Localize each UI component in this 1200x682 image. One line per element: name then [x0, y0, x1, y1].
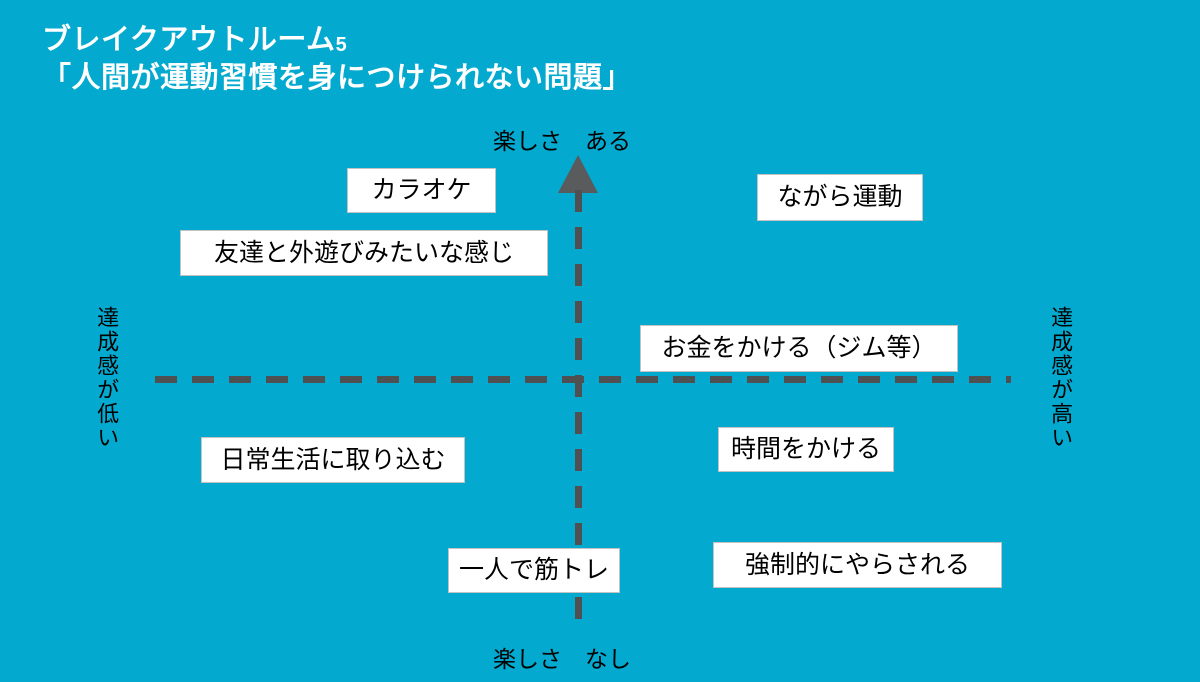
idea-box-time[interactable]: 時間をかける: [718, 427, 894, 472]
axis-label-top: 楽しさ ある: [493, 128, 631, 154]
idea-box-alone[interactable]: 一人で筋トレ: [448, 548, 620, 593]
horizontal-axis-dashed-line: [155, 376, 1011, 383]
idea-box-friends[interactable]: 友達と外遊びみたいな感じ: [180, 230, 548, 276]
axis-label-right: 達成感が高い: [1048, 306, 1074, 450]
idea-box-money[interactable]: お金をかける（ジム等）: [640, 325, 958, 372]
idea-box-daily[interactable]: 日常生活に取り込む: [201, 437, 465, 483]
idea-box-karaoke[interactable]: カラオケ: [347, 168, 496, 213]
idea-box-forced[interactable]: 強制的にやらされる: [713, 542, 1002, 588]
axis-label-left: 達成感が低い: [94, 306, 120, 450]
slide-title: ブレイクアウトルーム5 「人間が運動習慣を身につけられない問題」: [42, 22, 632, 97]
slide-title-number: 5: [335, 34, 348, 56]
slide-title-line-1: ブレイクアウトルーム5: [42, 22, 632, 60]
slide-title-line-2: 「人間が運動習慣を身につけられない問題」: [42, 61, 633, 94]
vertical-axis-dashed-line: [575, 190, 582, 626]
axis-label-bottom: 楽しさ なし: [493, 646, 631, 672]
axis-up-arrow-icon: [558, 155, 598, 193]
idea-box-nagara[interactable]: ながら運動: [757, 174, 923, 221]
slide-title-main: ブレイクアウトルーム: [42, 24, 336, 56]
